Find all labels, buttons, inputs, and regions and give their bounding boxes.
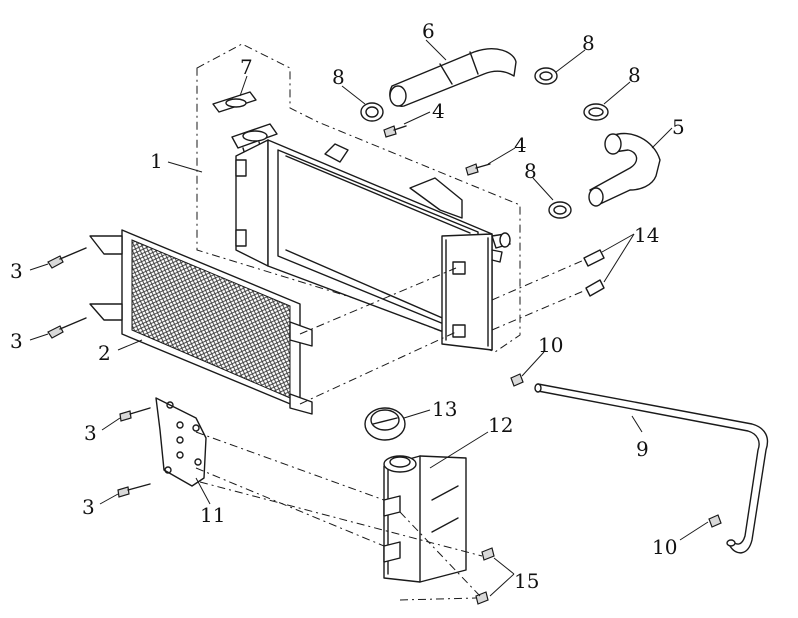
radiator-part [235,139,511,351]
callout-3: 3 [10,329,23,353]
assembly-boundary [196,43,521,353]
callout-labels: 1 2 3 3 3 3 4 4 5 6 7 8 8 8 8 9 10 10 11… [10,19,685,593]
overflow-hose-part [534,383,769,554]
callout-4: 4 [432,99,445,123]
hose-clip-part [510,373,722,528]
callout-6: 6 [422,19,435,43]
callout-7: 7 [240,55,253,79]
screw-part [383,125,491,176]
callout-8: 8 [582,31,595,55]
callout-8: 8 [524,159,537,183]
callout-8: 8 [332,65,345,89]
callout-10: 10 [538,333,563,357]
callout-9: 9 [636,437,649,461]
leader-lines [29,39,709,597]
callout-5: 5 [672,115,685,139]
callout-10: 10 [652,535,677,559]
callout-3: 3 [10,259,23,283]
hose-clamp-part [360,67,609,219]
callout-4: 4 [514,133,527,157]
reservoir-tank-part [383,455,467,583]
callout-2: 2 [98,341,111,365]
callout-11: 11 [200,503,225,527]
callout-15: 15 [514,569,539,593]
radiator-guard-part [89,229,313,415]
lower-hose-part [588,132,661,207]
callout-8: 8 [628,63,641,87]
callout-3: 3 [82,495,95,519]
bolt-part [47,247,151,498]
reservoir-cap-part [364,407,406,441]
callout-13: 13 [432,397,457,421]
bracket-part [155,397,207,487]
callout-14: 14 [634,223,659,247]
tank-bolt-part [475,547,495,605]
callout-3: 3 [84,421,97,445]
upper-hose-part [389,48,517,107]
callout-1: 1 [150,149,163,173]
alignment-lines [195,259,587,601]
stud-pin-part [583,249,605,297]
callout-12: 12 [488,413,513,437]
